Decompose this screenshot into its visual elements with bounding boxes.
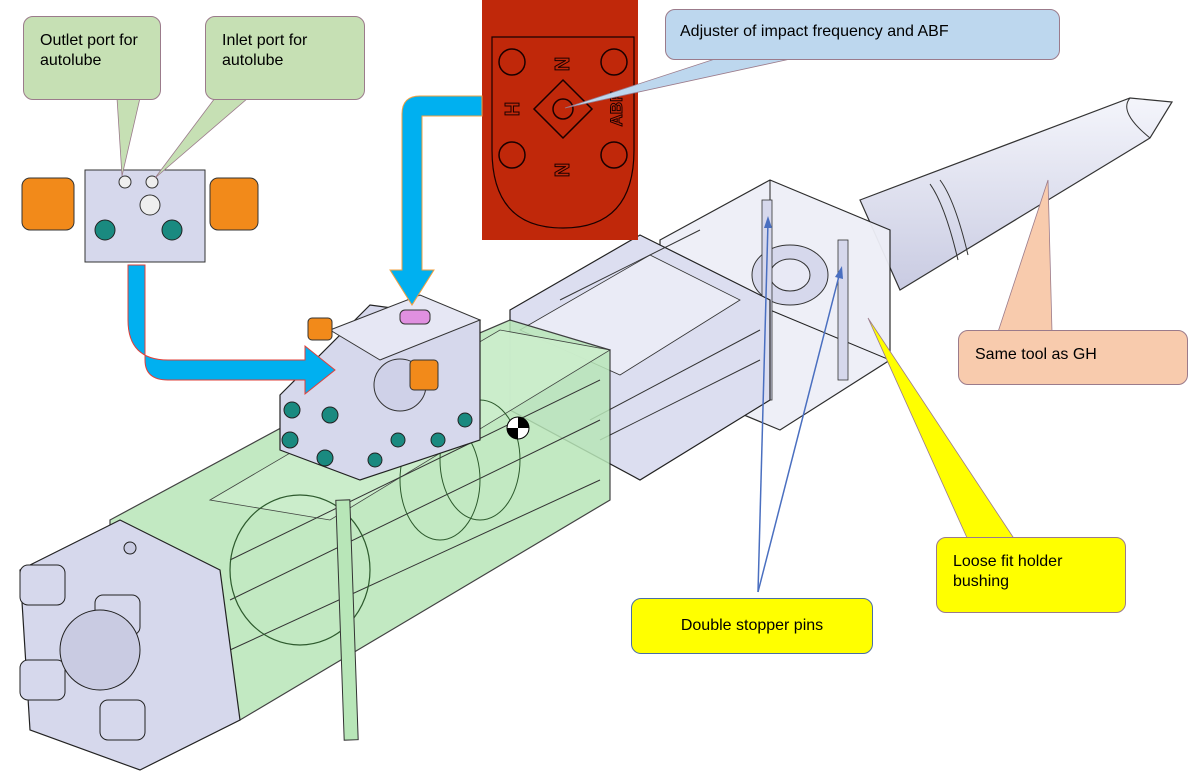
back-head [19, 519, 241, 771]
callout-adjuster: Adjuster of impact frequency and ABF [665, 9, 1060, 60]
callout-loose-fit-text: Loose fit holder bushing [953, 553, 1063, 590]
callout-same-tool: Same tool as GH [958, 330, 1188, 385]
callout-inlet-port-text: Inlet port for autolube [222, 32, 308, 69]
back-head-bolts [19, 564, 146, 741]
tool-chisel [859, 97, 1174, 291]
callout-stopper-pins-text: Double stopper pins [680, 617, 824, 634]
valve-block-fittings [307, 317, 439, 391]
callout-inlet-port: Inlet port for autolube [205, 16, 365, 100]
stopper-pin-leaders [757, 216, 843, 593]
plate-mark-right: ABF [607, 92, 626, 127]
inset-valve-detail [21, 169, 259, 263]
outlet-port-tail [116, 97, 141, 177]
flow-arrow-top [389, 95, 483, 306]
callout-stopper-pins: Double stopper pins [631, 598, 873, 654]
callout-loose-fit: Loose fit holder bushing [936, 537, 1126, 613]
callout-outlet-port-text: Outlet port for autolube [40, 32, 138, 69]
callout-adjuster-text: Adjuster of impact frequency and ABF [680, 23, 949, 40]
callout-same-tool-text: Same tool as GH [975, 346, 1097, 363]
inlet-port-tail [154, 97, 250, 179]
center-of-gravity-mark [506, 416, 530, 440]
valve-block-bolts [281, 401, 473, 468]
plate-mark-bottom: N [550, 163, 572, 177]
callout-outlet-port: Outlet port for autolube [23, 16, 161, 100]
plate-mark-left: H [500, 102, 522, 116]
plate-mark-top: N [550, 57, 572, 71]
valve-block [279, 294, 530, 481]
inset-adjuster-plate: N N H ABF [482, 0, 638, 240]
adjuster-plate-bolts [498, 48, 628, 169]
flow-arrow-left [127, 264, 336, 396]
